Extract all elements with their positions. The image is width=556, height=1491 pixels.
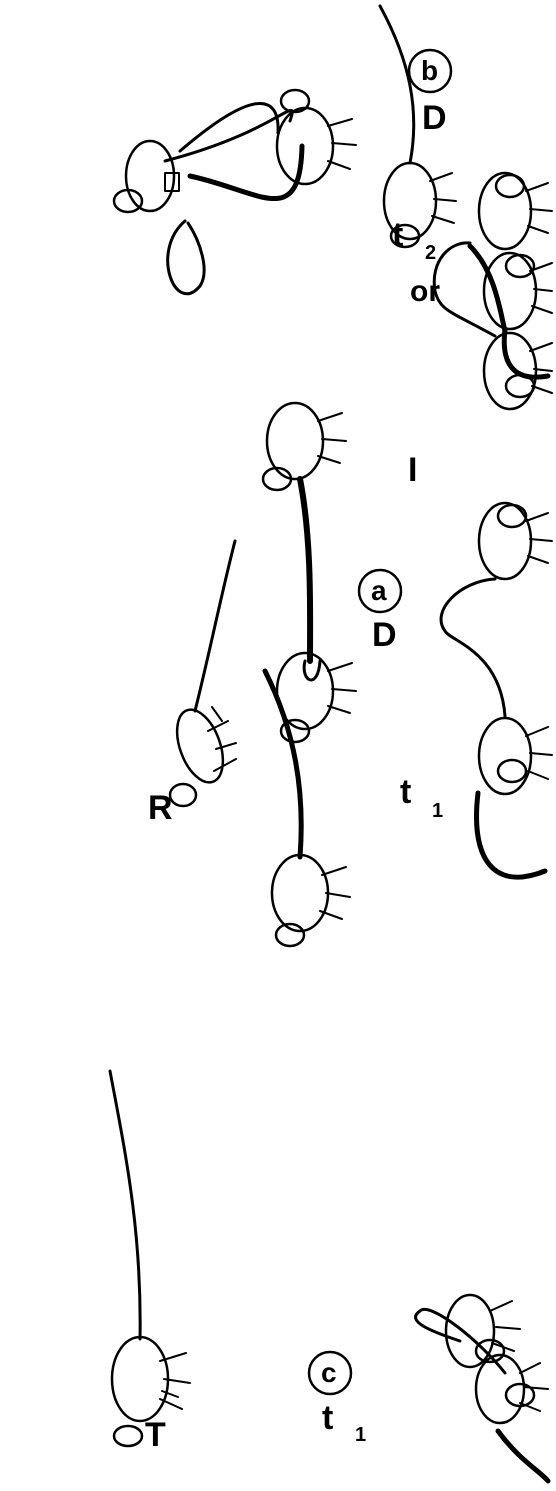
marker-a-letter: a xyxy=(371,575,387,606)
label-c-t1-sub: 1 xyxy=(355,1424,366,1446)
panel-R: R xyxy=(148,541,350,946)
phage-a-left xyxy=(263,403,346,490)
phage-R-lower xyxy=(265,671,350,946)
label-a-D: D xyxy=(372,616,397,654)
label-I: I xyxy=(408,451,417,489)
phage-t2-lower xyxy=(484,253,552,377)
label-or: or xyxy=(410,275,440,308)
panel-T: T xyxy=(110,1071,190,1454)
label-t2-sub: 2 xyxy=(425,242,436,264)
label-t1: t xyxy=(400,773,411,811)
phage-t1-left xyxy=(479,718,552,794)
marker-b-letter: b xyxy=(421,55,438,86)
panel-c: c t 1 xyxy=(309,1295,548,1481)
marker-c-letter: c xyxy=(321,1357,337,1388)
label-b-D: D xyxy=(422,99,447,137)
phage-t1-right xyxy=(479,503,552,579)
phage-b-right xyxy=(277,90,356,184)
label-c-t1: t xyxy=(322,1399,333,1437)
panel-a: a D xyxy=(263,403,401,742)
phage-T xyxy=(110,1071,190,1446)
phage-b-top xyxy=(114,141,179,212)
panel-I: I xyxy=(408,173,552,489)
phage-c-lower xyxy=(476,1355,548,1423)
panel-t1: t 1 xyxy=(400,503,552,877)
phage-R-upper xyxy=(168,541,236,806)
label-T: T xyxy=(145,1416,166,1454)
phage-I-right xyxy=(479,173,552,249)
panel-b: b D xyxy=(114,50,451,294)
label-t1-sub: 1 xyxy=(432,800,443,822)
